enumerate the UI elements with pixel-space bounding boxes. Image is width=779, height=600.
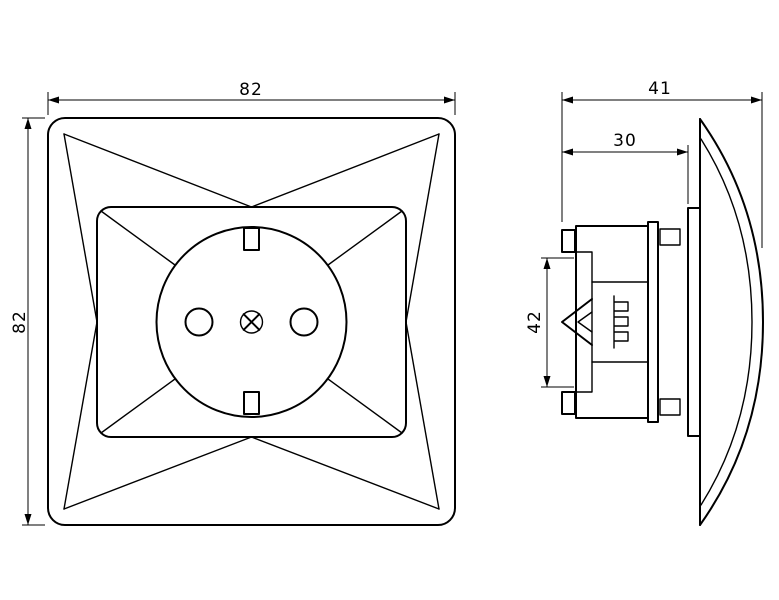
fixing-claw — [561, 298, 593, 346]
faceplate-outer-frame — [47, 117, 456, 526]
frame-crease-bottom — [63, 436, 440, 510]
frame-crease-top — [63, 133, 440, 208]
contact-comb — [613, 295, 629, 349]
dim-side-mechanism-height: 42 — [525, 257, 574, 388]
front-view — [47, 117, 456, 526]
pin-hole-left — [184, 307, 214, 337]
dim-side-total-depth-label: 41 — [648, 79, 672, 99]
side-view — [561, 118, 764, 526]
frame-crease-left — [63, 133, 98, 510]
dim-front-width: 82 — [47, 80, 456, 115]
faceplate-outer-profile — [699, 118, 764, 526]
terminal-screw-bottom — [561, 391, 576, 415]
pin-hole-right — [289, 307, 319, 337]
support-frame — [647, 221, 659, 423]
dim-front-width-label: 82 — [239, 80, 263, 100]
ground-clip-bottom — [243, 391, 260, 415]
mechanism-body — [575, 225, 649, 419]
fixing-claw-inner — [577, 311, 593, 333]
terminal-screw-top — [561, 229, 576, 253]
dim-side-mechanism-depth-label: 30 — [613, 131, 637, 151]
dim-side-mechanism-depth: 30 — [562, 131, 689, 204]
body-partition-lines — [591, 281, 649, 363]
module-plate — [96, 206, 407, 438]
housing-clip-top — [659, 228, 681, 246]
dim-front-height-label: 82 — [10, 310, 30, 334]
dim-side-mechanism-height-label: 42 — [525, 310, 545, 334]
dim-side-mechanism-height-extension-lines — [541, 257, 574, 388]
faceplate-inner-profile — [700, 138, 753, 506]
housing-clip-bottom — [659, 398, 681, 416]
center-screw-cross — [242, 313, 261, 331]
dim-front-width-extension-lines — [47, 92, 456, 115]
frame-crease-right — [405, 133, 440, 510]
center-screw — [239, 310, 264, 334]
body-step-lines — [575, 251, 593, 393]
dim-side-total-depth-extension-lines — [561, 92, 763, 248]
module-corner-diagonals — [100, 210, 403, 434]
dim-front-height: 82 — [10, 117, 45, 526]
dim-side-total-depth: 41 — [561, 79, 763, 248]
ground-clip-top — [243, 227, 260, 251]
module-plate-side — [687, 207, 701, 437]
